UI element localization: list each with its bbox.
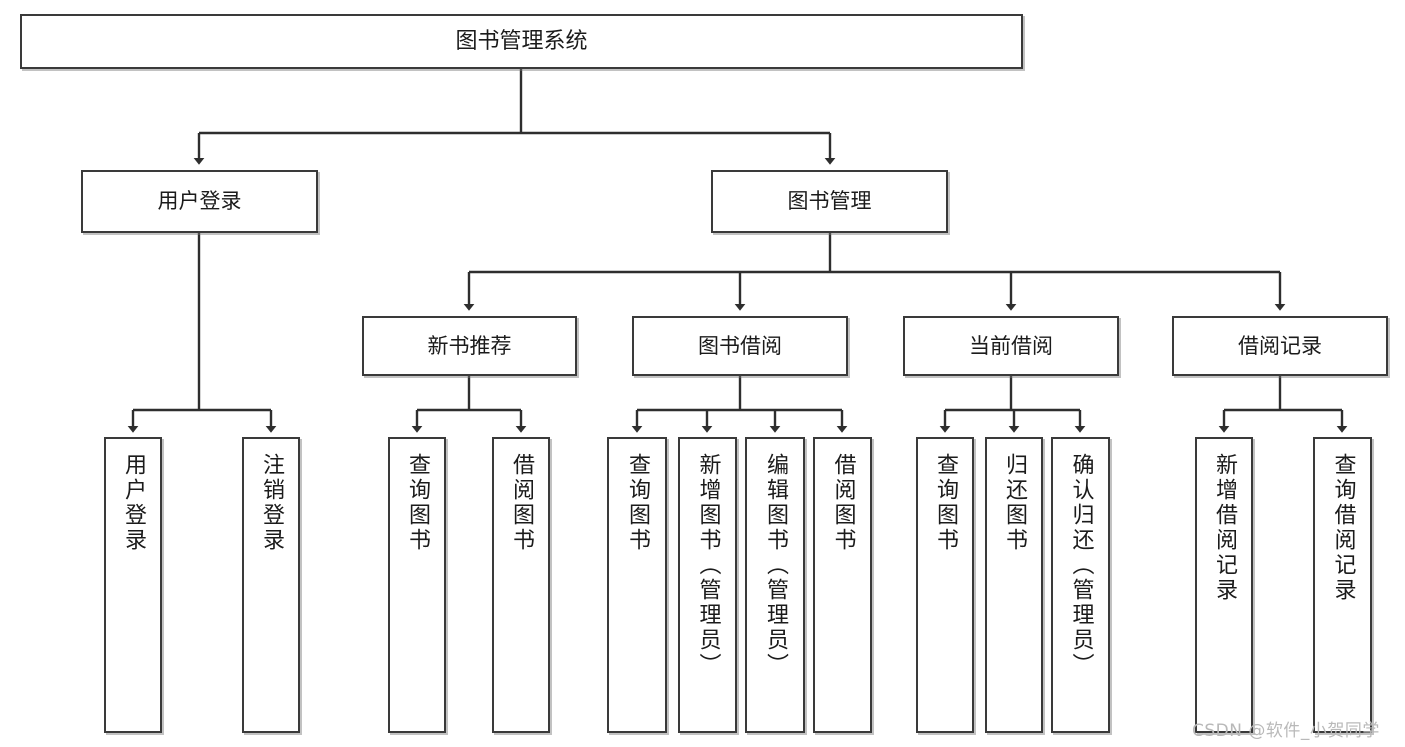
node-label: 查询图书 bbox=[625, 453, 650, 553]
leaf-current-confirm-return-admin[interactable]: 确认归还（管理员） bbox=[1051, 437, 1110, 733]
node-root-book-management-system[interactable]: 图书管理系统 bbox=[20, 14, 1023, 69]
node-label: 借阅记录 bbox=[1238, 333, 1322, 358]
node-label: 图书管理系统 bbox=[455, 28, 588, 54]
leaf-borrow-edit-book-admin[interactable]: 编辑图书（管理员） bbox=[745, 437, 805, 733]
leaf-borrow-lend-book[interactable]: 借阅图书 bbox=[813, 437, 872, 733]
leaf-current-query-book[interactable]: 查询图书 bbox=[916, 437, 974, 733]
node-label: 注销登录 bbox=[259, 453, 284, 553]
leaf-record-add[interactable]: 新增借阅记录 bbox=[1195, 437, 1253, 733]
leaf-borrow-query-book[interactable]: 查询图书 bbox=[607, 437, 667, 733]
node-label: 归还图书 bbox=[1002, 453, 1027, 553]
leaf-borrow-add-book-admin[interactable]: 新增图书（管理员） bbox=[678, 437, 737, 733]
node-label: 借阅图书 bbox=[509, 453, 534, 553]
node-borrowing-records[interactable]: 借阅记录 bbox=[1172, 316, 1388, 376]
csdn-watermark: CSDN @软件_小贺同学 bbox=[1192, 721, 1380, 741]
node-label: 新书推荐 bbox=[427, 333, 512, 358]
node-label: 新增图书（管理员） bbox=[695, 453, 721, 678]
node-label: 用户登录 bbox=[121, 453, 146, 553]
leaf-user-logout[interactable]: 注销登录 bbox=[242, 437, 300, 733]
leaf-record-query[interactable]: 查询借阅记录 bbox=[1313, 437, 1372, 733]
node-label: 借阅图书 bbox=[830, 453, 856, 553]
leaf-user-login[interactable]: 用户登录 bbox=[104, 437, 162, 733]
node-label: 查询图书 bbox=[405, 453, 430, 553]
node-new-book-recommendation[interactable]: 新书推荐 bbox=[362, 316, 577, 376]
leaf-current-return-book[interactable]: 归还图书 bbox=[985, 437, 1043, 733]
node-label: 图书借阅 bbox=[698, 333, 782, 358]
node-current-borrowing[interactable]: 当前借阅 bbox=[903, 316, 1119, 376]
node-label: 用户登录 bbox=[157, 189, 242, 214]
node-label: 新增借阅记录 bbox=[1212, 453, 1237, 603]
node-label: 编辑图书（管理员） bbox=[763, 453, 788, 678]
node-book-management[interactable]: 图书管理 bbox=[711, 170, 948, 233]
leaf-recommend-borrow-book[interactable]: 借阅图书 bbox=[492, 437, 550, 733]
node-label: 查询图书 bbox=[933, 453, 958, 553]
node-label: 查询借阅记录 bbox=[1330, 453, 1356, 603]
node-label: 当前借阅 bbox=[969, 333, 1053, 358]
node-user-login[interactable]: 用户登录 bbox=[81, 170, 318, 233]
leaf-recommend-query-book[interactable]: 查询图书 bbox=[388, 437, 446, 733]
node-label: 图书管理 bbox=[787, 189, 872, 214]
node-label: 确认归还（管理员） bbox=[1068, 453, 1094, 678]
node-book-borrowing[interactable]: 图书借阅 bbox=[632, 316, 848, 376]
